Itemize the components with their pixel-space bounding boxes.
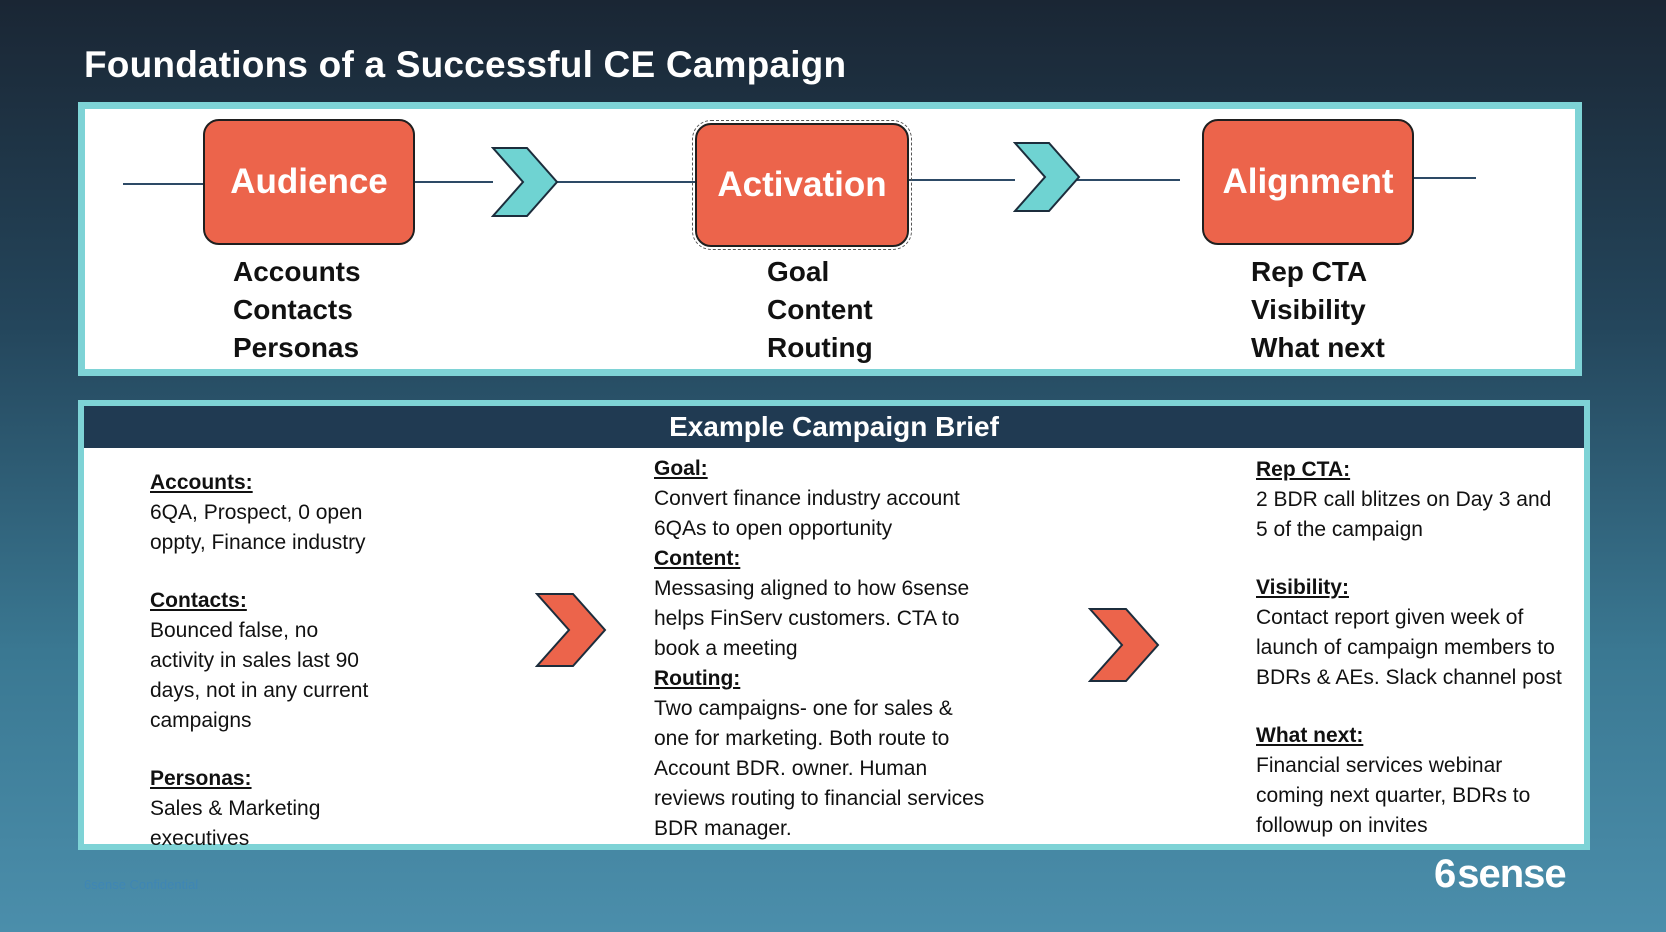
brief-heading: Content: [654, 547, 741, 570]
brief-text: Convert finance industry account 6QAs to… [654, 487, 960, 540]
stage-label: Alignment [1222, 162, 1394, 201]
logo-text: sense [1457, 852, 1566, 896]
brief-text: Contact report given week of launch of c… [1256, 606, 1562, 689]
brief-text: Financial services webinar coming next q… [1256, 754, 1531, 837]
section-gap [150, 736, 450, 764]
chevron-right-icon [1013, 142, 1081, 212]
flow-connector [1378, 177, 1476, 179]
brief-title: Example Campaign Brief [669, 411, 999, 442]
stage-item: Contacts [233, 294, 353, 325]
chevron-right-icon [535, 593, 607, 667]
page-title: Foundations of a Successful CE Campaign [84, 44, 847, 85]
stage-item: Visibility [1251, 294, 1366, 325]
flow-chevron-shape [1013, 142, 1081, 212]
stage-alignment: Alignment [1202, 119, 1414, 245]
stage-item: Personas [233, 332, 360, 363]
chevron-right-icon [1088, 608, 1160, 682]
stage-items-activation: Goal Content Routing [767, 253, 873, 367]
brief-heading: What next: [1256, 724, 1364, 747]
flow-connector [900, 179, 1015, 181]
brief-chevron-shape [1088, 608, 1160, 682]
stage-label: Activation [717, 165, 887, 204]
flow-panel: Audience Activation Alignment Accounts C… [78, 102, 1582, 376]
flow-connector [1070, 179, 1180, 181]
brief-heading: Routing: [654, 667, 741, 690]
stage-items-audience: Accounts Contacts Personas [233, 253, 361, 367]
brief-text: 6QA, Prospect, 0 open oppty, Finance ind… [150, 501, 366, 554]
brief-heading: Goal: [654, 457, 708, 480]
section-gap [1256, 693, 1586, 721]
stage-item: Accounts [233, 256, 361, 287]
brief-text: 2 BDR call blitzes on Day 3 and 5 of the… [1256, 488, 1552, 541]
brief-text: Messasing aligned to how 6sense helps Fi… [654, 577, 970, 660]
brief-header: Example Campaign Brief [84, 406, 1584, 448]
flow-connector [555, 181, 701, 183]
brief-text: Sales & Marketing executives [150, 797, 321, 850]
flow-connector [123, 183, 203, 185]
brief-column-alignment: Rep CTA: 2 BDR call blitzes on Day 3 and… [1256, 455, 1586, 841]
stage-item: Goal [767, 256, 830, 287]
stage-items-alignment: Rep CTA Visibility What next [1251, 253, 1385, 367]
brief-heading: Personas: [150, 767, 252, 790]
flow-connector [405, 181, 493, 183]
brief-text: Bounced false, no activity in sales last… [150, 619, 369, 732]
stage-item: What next [1251, 332, 1385, 363]
stage-audience: Audience [203, 119, 415, 245]
brief-column-audience: Accounts: 6QA, Prospect, 0 open oppty, F… [150, 468, 450, 854]
brief-heading: Accounts: [150, 471, 253, 494]
6sense-logo: 6 sense [1434, 852, 1567, 897]
flow-chevron-shape [491, 147, 559, 217]
chevron-right-icon [491, 147, 559, 217]
stage-item: Content [767, 294, 873, 325]
stage-activation: Activation [692, 120, 912, 250]
brief-heading: Rep CTA: [1256, 458, 1351, 481]
brief-column-activation: Goal: Convert finance industry account 6… [654, 454, 1034, 844]
brief-heading: Contacts: [150, 589, 247, 612]
stage-item: Rep CTA [1251, 256, 1368, 287]
brief-chevron-shape [535, 593, 607, 667]
stage-label: Audience [230, 162, 388, 201]
stage-item: Routing [767, 332, 873, 363]
confidential-label: 6sense Confidential [84, 877, 199, 892]
campaign-brief-panel: Example Campaign Brief Accounts: 6QA, Pr… [78, 400, 1590, 850]
brief-heading: Visibility: [1256, 576, 1349, 599]
section-gap [150, 558, 450, 586]
brief-text: Two campaigns- one for sales & one for m… [654, 697, 985, 840]
logo-mark: 6 [1434, 852, 1456, 896]
section-gap [1256, 545, 1586, 573]
